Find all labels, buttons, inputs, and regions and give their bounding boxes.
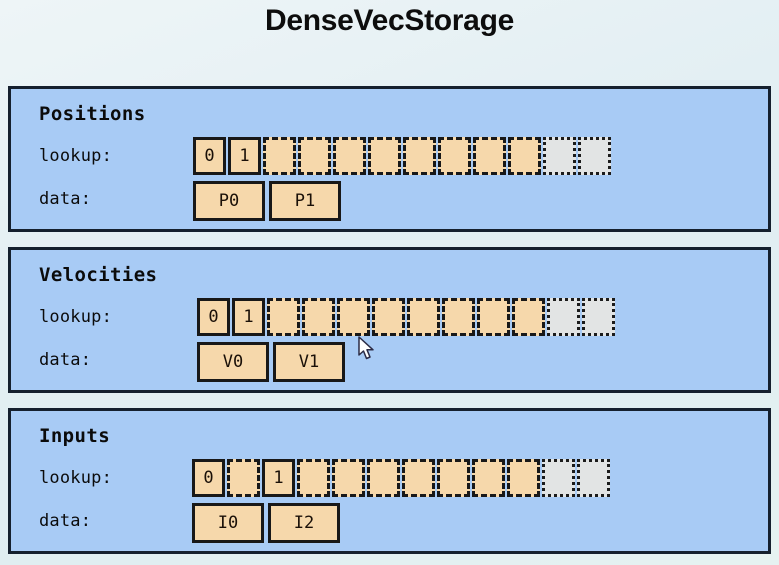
row-label-lookup: lookup: (39, 307, 113, 327)
lookup-cell[interactable]: 0 (192, 459, 225, 497)
row-label-data: data: (39, 511, 92, 531)
panel-title-velocities: Velocities (39, 264, 158, 286)
lookup-cell[interactable] (367, 459, 400, 497)
lookup-cell-ghost (543, 137, 576, 175)
data-strip-velocities: V0 V1 (197, 342, 349, 382)
lookup-cell[interactable]: 0 (197, 298, 230, 336)
lookup-cell[interactable]: 1 (232, 298, 265, 336)
lookup-strip-positions: 0 1 (193, 137, 613, 175)
data-cell[interactable]: P1 (269, 181, 341, 221)
panel-positions: Positions lookup: data: 0 1 P0 P1 (8, 86, 771, 232)
lookup-cell[interactable]: 0 (193, 137, 226, 175)
lookup-cell-ghost (582, 298, 615, 336)
lookup-cell[interactable] (372, 298, 405, 336)
lookup-cell[interactable] (302, 298, 335, 336)
lookup-cell[interactable] (368, 137, 401, 175)
lookup-cell[interactable] (337, 298, 370, 336)
lookup-cell[interactable] (263, 137, 296, 175)
data-cell[interactable]: P0 (193, 181, 265, 221)
lookup-cell[interactable] (298, 137, 331, 175)
lookup-cell[interactable] (403, 137, 436, 175)
panel-velocities: Velocities lookup: data: 0 1 V0 V1 (8, 247, 771, 393)
panel-title-positions: Positions (39, 103, 146, 125)
lookup-cell-ghost (542, 459, 575, 497)
lookup-cell-ghost (578, 137, 611, 175)
lookup-cell[interactable] (473, 137, 506, 175)
lookup-cell[interactable] (227, 459, 260, 497)
data-strip-inputs: I0 I2 (192, 503, 344, 543)
lookup-cell[interactable] (297, 459, 330, 497)
lookup-cell[interactable] (438, 137, 471, 175)
panel-title-inputs: Inputs (39, 425, 111, 447)
lookup-cell[interactable] (507, 459, 540, 497)
lookup-cell-ghost (577, 459, 610, 497)
row-label-lookup: lookup: (39, 468, 113, 488)
row-label-data: data: (39, 189, 92, 209)
row-label-lookup: lookup: (39, 146, 113, 166)
data-strip-positions: P0 P1 (193, 181, 345, 221)
lookup-cell[interactable] (442, 298, 475, 336)
lookup-cell[interactable] (472, 459, 505, 497)
lookup-cell[interactable] (267, 298, 300, 336)
page-title: DenseVecStorage (265, 4, 514, 37)
data-cell[interactable]: V1 (273, 342, 345, 382)
lookup-strip-inputs: 0 1 (192, 459, 612, 497)
lookup-cell[interactable] (333, 137, 366, 175)
lookup-cell[interactable] (437, 459, 470, 497)
lookup-cell[interactable]: 1 (262, 459, 295, 497)
lookup-cell[interactable] (512, 298, 545, 336)
data-cell[interactable]: I2 (268, 503, 340, 543)
data-cell[interactable]: I0 (192, 503, 264, 543)
data-cell[interactable]: V0 (197, 342, 269, 382)
lookup-cell[interactable] (477, 298, 510, 336)
lookup-cell[interactable] (402, 459, 435, 497)
lookup-cell[interactable] (332, 459, 365, 497)
lookup-cell[interactable] (508, 137, 541, 175)
lookup-cell[interactable] (407, 298, 440, 336)
lookup-cell-ghost (547, 298, 580, 336)
row-label-data: data: (39, 350, 92, 370)
lookup-cell[interactable]: 1 (228, 137, 261, 175)
panel-inputs: Inputs lookup: data: 0 1 I0 I2 (8, 408, 771, 554)
lookup-strip-velocities: 0 1 (197, 298, 617, 336)
